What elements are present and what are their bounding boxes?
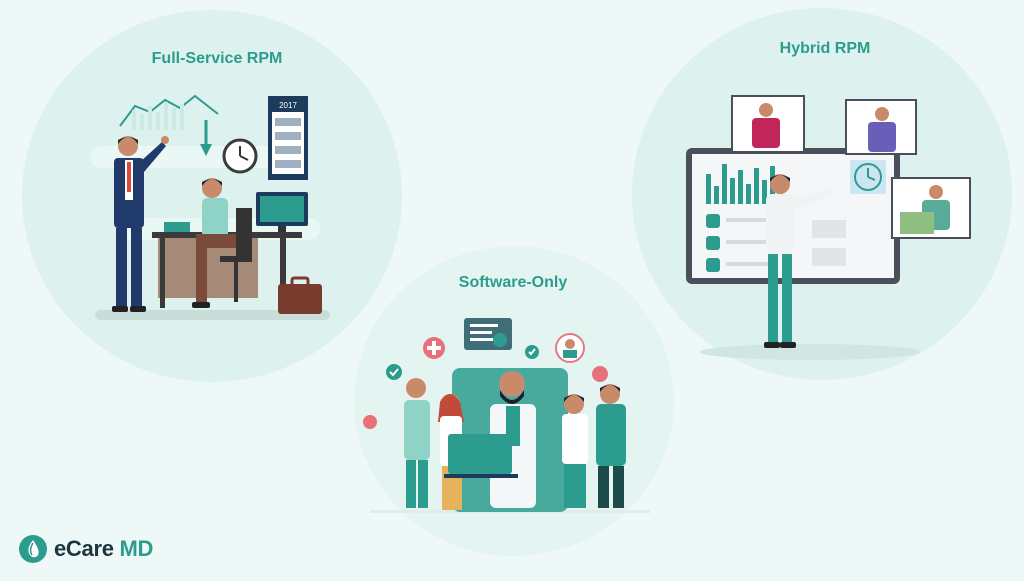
team-member-right — [596, 384, 626, 508]
video-tile-woman-2 — [845, 99, 917, 155]
wall-clock-icon — [854, 163, 882, 191]
standing-doctor-figure — [112, 136, 169, 312]
report-card-icon — [464, 318, 512, 350]
medical-cross-icon — [423, 337, 445, 359]
briefcase-icon — [278, 276, 322, 314]
seated-patient-figure — [192, 178, 252, 308]
checkmark-icon — [525, 345, 539, 359]
dollar-icon — [363, 415, 377, 429]
calendar-icon: 2017 — [268, 96, 308, 180]
leaf-drop-icon — [19, 535, 47, 563]
team-member-nurse — [562, 394, 588, 508]
hybrid-illustration — [686, 95, 971, 360]
software-only-illustration — [363, 318, 650, 513]
location-pin-icon — [493, 333, 507, 347]
trend-chart-icon — [119, 94, 219, 156]
doctor-avatar-icon — [555, 333, 585, 363]
checkmark-icon — [386, 364, 402, 380]
clock-icon — [222, 138, 258, 174]
section-title-hybrid: Hybrid RPM — [779, 40, 871, 57]
lead-doctor-figure — [490, 371, 536, 508]
full-service-illustration: 2017 — [90, 94, 330, 320]
ecaremd-logo[interactable]: eCare MD — [18, 534, 153, 564]
computer-monitor-icon — [256, 192, 308, 232]
video-tile-woman-1 — [731, 95, 805, 153]
svg-text:2017: 2017 — [279, 101, 297, 110]
heart-icon — [592, 366, 608, 382]
section-title-full-service: Full-Service RPM — [151, 50, 283, 67]
team-member-left — [404, 378, 430, 508]
section-title-software-only: Software-Only — [458, 274, 568, 291]
video-tile-man — [891, 177, 971, 239]
brand-name: eCare MD — [54, 536, 154, 561]
presenter-figure — [764, 174, 832, 348]
laptop-icon — [444, 434, 518, 478]
